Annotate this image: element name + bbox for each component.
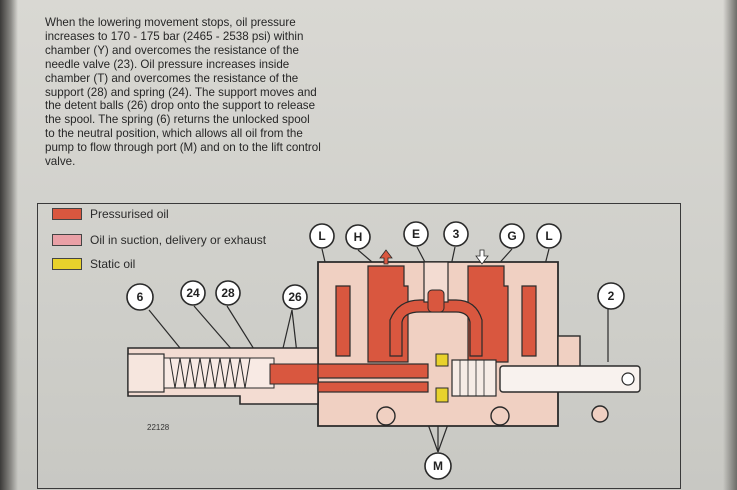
- legend-label-static: Static oil: [90, 257, 136, 271]
- legend-swatch-pressurised: [52, 208, 82, 220]
- callout-E: E: [412, 227, 420, 241]
- lower-ports: [376, 405, 609, 426]
- pressurised-oil-regions: [317, 265, 537, 393]
- static-oil-regions: [435, 353, 449, 403]
- legend-pressurised: Pressurised oil: [52, 207, 169, 221]
- callout-26: 26: [288, 290, 302, 304]
- legend-suction: Oil in suction, delivery or exhaust: [52, 233, 266, 247]
- page-binding-shadow: [0, 0, 18, 490]
- body-paragraph: When the lowering movement stops, oil pr…: [45, 16, 321, 169]
- legend-swatch-suction: [52, 234, 82, 246]
- flow-arrows: [379, 249, 489, 265]
- legend-swatch-static: [52, 258, 82, 270]
- figure-number: 22128: [147, 423, 170, 432]
- legend-label-suction: Oil in suction, delivery or exhaust: [90, 233, 267, 247]
- callout-M: M: [433, 459, 443, 473]
- legend-static: Static oil: [52, 257, 135, 271]
- callout-28: 28: [221, 286, 235, 300]
- callout-24: 24: [186, 286, 200, 300]
- callout-2: 2: [608, 289, 615, 303]
- callout-H: H: [354, 230, 363, 244]
- page-edge-shadow: [723, 0, 737, 490]
- diagram-frame: [37, 203, 681, 489]
- callout-3: 3: [453, 227, 460, 241]
- legend-label-pressurised: Pressurised oil: [90, 207, 169, 221]
- callout-L-left: L: [318, 229, 325, 243]
- check-valve: [423, 261, 449, 313]
- callout-circles: [126, 221, 625, 480]
- callout-L-right: L: [545, 229, 552, 243]
- spool-lands: [451, 359, 497, 397]
- callout-6: 6: [137, 290, 144, 304]
- callout-G: G: [507, 229, 516, 243]
